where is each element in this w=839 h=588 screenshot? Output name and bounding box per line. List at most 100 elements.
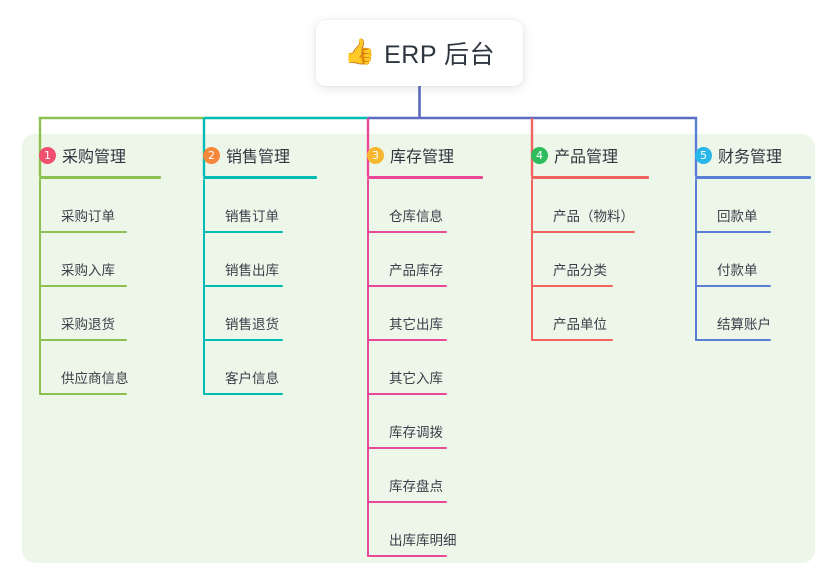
leaf-item-label: 采购入库 <box>61 263 115 278</box>
leaf-item-label: 产品单位 <box>553 317 607 332</box>
thumbs-up-icon: 👍 <box>343 37 376 66</box>
branch-spine-3 <box>367 179 369 557</box>
leaf-item-label: 出库库明细 <box>389 533 457 548</box>
leaf-item[interactable]: 库存调拨 <box>358 395 483 449</box>
leaf-item-underline <box>367 285 447 287</box>
leaf-item[interactable]: 销售订单 <box>194 179 317 233</box>
leaf-item-label: 供应商信息 <box>61 371 129 386</box>
leaf-item-underline <box>203 339 283 341</box>
branch-badge-3: 3 <box>367 146 384 164</box>
branch-header-5[interactable]: 5 财务管理 <box>686 134 811 176</box>
leaf-item-underline <box>39 339 127 341</box>
leaf-item-underline <box>695 231 771 233</box>
leaf-item-underline <box>203 393 283 395</box>
leaf-item-underline <box>531 339 613 341</box>
leaf-item[interactable]: 其它入库 <box>358 341 483 395</box>
branch-items-4: 产品（物料） 产品分类产品单位 <box>522 179 649 341</box>
leaf-item[interactable]: 客户信息 <box>194 341 317 395</box>
leaf-item-underline <box>531 231 635 233</box>
leaf-item-label: 结算账户 <box>717 317 771 332</box>
branch-spine-2 <box>203 179 205 395</box>
branch-title-3: 库存管理 <box>390 149 455 166</box>
branch-underline-4 <box>531 176 649 179</box>
branch-column-5: 5 财务管理回款单付款单结算账户 <box>686 134 811 341</box>
leaf-item[interactable]: 仓库信息 <box>358 179 483 233</box>
leaf-item-underline <box>39 285 127 287</box>
leaf-item-label: 客户信息 <box>225 371 279 386</box>
leaf-item[interactable]: 产品分类 <box>522 233 649 287</box>
leaf-item-label: 产品库存 <box>389 263 443 278</box>
branch-items-5: 回款单付款单结算账户 <box>686 179 811 341</box>
leaf-item-underline <box>367 231 447 233</box>
branch-title-2: 销售管理 <box>226 149 291 166</box>
leaf-item-label: 库存调拨 <box>389 425 443 440</box>
branch-title-5: 财务管理 <box>718 149 783 166</box>
leaf-item-label: 产品分类 <box>553 263 607 278</box>
leaf-item[interactable]: 采购订单 <box>30 179 161 233</box>
branch-column-3: 3 库存管理仓库信息产品库存其它出库其它入库库存调拨库存盘点出库库明细 <box>358 134 483 557</box>
branch-underline-1 <box>39 176 161 179</box>
branch-badge-2: 2 <box>203 146 220 164</box>
leaf-item-label: 其它入库 <box>389 371 443 386</box>
leaf-item-underline <box>367 339 447 341</box>
leaf-item-underline <box>695 339 771 341</box>
leaf-item-label: 销售出库 <box>225 263 279 278</box>
leaf-item[interactable]: 产品（物料） <box>522 179 649 233</box>
leaf-item-underline <box>39 231 127 233</box>
leaf-item-underline <box>531 285 613 287</box>
leaf-item-label: 付款单 <box>717 263 758 278</box>
branch-badge-4: 4 <box>531 146 548 164</box>
leaf-item-underline <box>203 285 283 287</box>
leaf-item-label: 销售退货 <box>225 317 279 332</box>
leaf-item-label: 销售订单 <box>225 209 279 224</box>
leaf-item[interactable]: 供应商信息 <box>30 341 161 395</box>
branch-underline-3 <box>367 176 483 179</box>
branch-items-1: 采购订单采购入库采购退货供应商信息 <box>30 179 161 395</box>
leaf-item[interactable]: 付款单 <box>686 233 811 287</box>
branch-badge-5: 5 <box>695 146 712 164</box>
leaf-item[interactable]: 销售退货 <box>194 287 317 341</box>
branch-items-2: 销售订单销售出库销售退货客户信息 <box>194 179 317 395</box>
leaf-item-label: 仓库信息 <box>389 209 443 224</box>
leaf-item-underline <box>367 555 447 557</box>
leaf-item[interactable]: 采购退货 <box>30 287 161 341</box>
leaf-item-label: 其它出库 <box>389 317 443 332</box>
branch-spine-4 <box>531 179 533 341</box>
leaf-item-underline <box>367 393 447 395</box>
branch-badge-1: 1 <box>39 146 56 164</box>
branch-spine-5 <box>695 179 697 341</box>
leaf-item[interactable]: 销售出库 <box>194 233 317 287</box>
branch-spine-1 <box>39 179 41 395</box>
leaf-item-underline <box>203 231 283 233</box>
leaf-item[interactable]: 结算账户 <box>686 287 811 341</box>
leaf-item[interactable]: 出库库明细 <box>358 503 483 557</box>
leaf-item[interactable]: 产品库存 <box>358 233 483 287</box>
branch-underline-5 <box>695 176 811 179</box>
branch-header-3[interactable]: 3 库存管理 <box>358 134 483 176</box>
diagram-panel <box>22 134 815 563</box>
leaf-item[interactable]: 产品单位 <box>522 287 649 341</box>
branch-header-2[interactable]: 2 销售管理 <box>194 134 317 176</box>
root-node[interactable]: 👍 ERP 后台 <box>316 20 523 86</box>
leaf-item[interactable]: 采购入库 <box>30 233 161 287</box>
leaf-item-underline <box>695 285 771 287</box>
leaf-item[interactable]: 库存盘点 <box>358 449 483 503</box>
leaf-item-label: 采购退货 <box>61 317 115 332</box>
root-node-label: ERP 后台 <box>384 41 496 69</box>
leaf-item[interactable]: 回款单 <box>686 179 811 233</box>
leaf-item-label: 采购订单 <box>61 209 115 224</box>
leaf-item[interactable]: 其它出库 <box>358 287 483 341</box>
leaf-item-underline <box>367 447 447 449</box>
leaf-item-label: 回款单 <box>717 209 758 224</box>
leaf-item-label: 产品（物料） <box>553 209 634 224</box>
branch-underline-2 <box>203 176 317 179</box>
leaf-item-underline <box>39 393 127 395</box>
branch-column-2: 2 销售管理销售订单销售出库销售退货客户信息 <box>194 134 317 395</box>
leaf-item-underline <box>367 501 447 503</box>
